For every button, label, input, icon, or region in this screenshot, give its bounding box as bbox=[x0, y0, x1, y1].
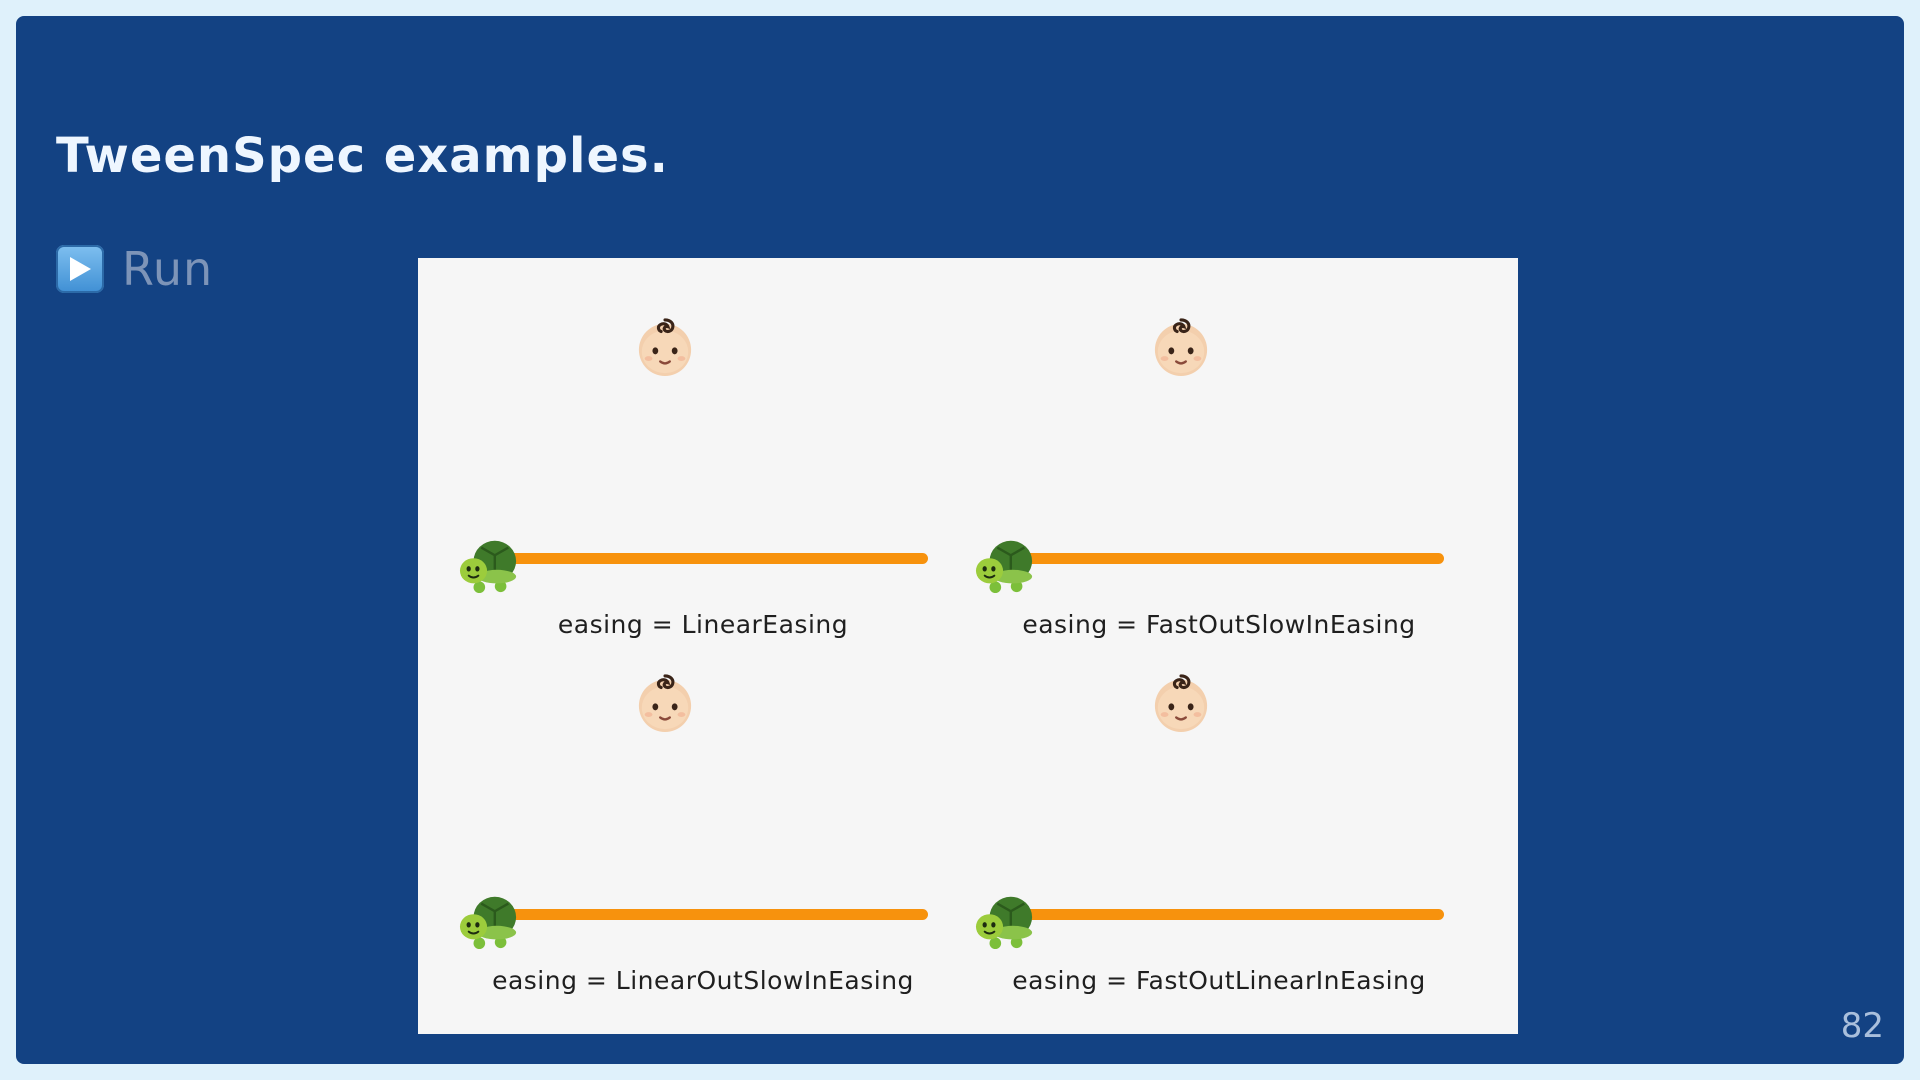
turtle-icon bbox=[974, 534, 1036, 594]
run-label[interactable]: Run bbox=[122, 242, 214, 296]
easing-label: easing = FastOutSlowInEasing bbox=[1022, 610, 1416, 639]
baby-icon bbox=[1152, 314, 1210, 378]
baby-icon bbox=[1152, 670, 1210, 734]
easing-label: easing = LinearOutSlowInEasing bbox=[492, 966, 914, 995]
page-number: 82 bbox=[1840, 1006, 1884, 1046]
baby-icon bbox=[636, 670, 694, 734]
track-bar bbox=[500, 553, 928, 564]
turtle-icon bbox=[458, 534, 520, 594]
slide: TweenSpec examples. Run easing = LinearE… bbox=[16, 16, 1904, 1064]
slide-title: TweenSpec examples. bbox=[56, 128, 669, 184]
play-icon[interactable] bbox=[56, 245, 104, 293]
example-linear-out-slow-in-easing: easing = LinearOutSlowInEasing bbox=[458, 614, 948, 1002]
turtle-icon bbox=[458, 890, 520, 950]
easing-label: easing = LinearEasing bbox=[557, 610, 849, 639]
easing-label: easing = FastOutLinearInEasing bbox=[1012, 966, 1426, 995]
track-bar bbox=[1016, 909, 1444, 920]
demo-panel: easing = LinearEasing easing = FastOutSl… bbox=[418, 258, 1518, 1034]
turtle-icon bbox=[974, 890, 1036, 950]
example-linear-easing: easing = LinearEasing bbox=[458, 258, 948, 646]
example-fast-out-slow-in-easing: easing = FastOutSlowInEasing bbox=[974, 258, 1464, 646]
run-button[interactable]: Run bbox=[56, 242, 213, 296]
example-fast-out-linear-in-easing: easing = FastOutLinearInEasing bbox=[974, 614, 1464, 1002]
baby-icon bbox=[636, 314, 694, 378]
track-bar bbox=[500, 909, 928, 920]
track-bar bbox=[1016, 553, 1444, 564]
